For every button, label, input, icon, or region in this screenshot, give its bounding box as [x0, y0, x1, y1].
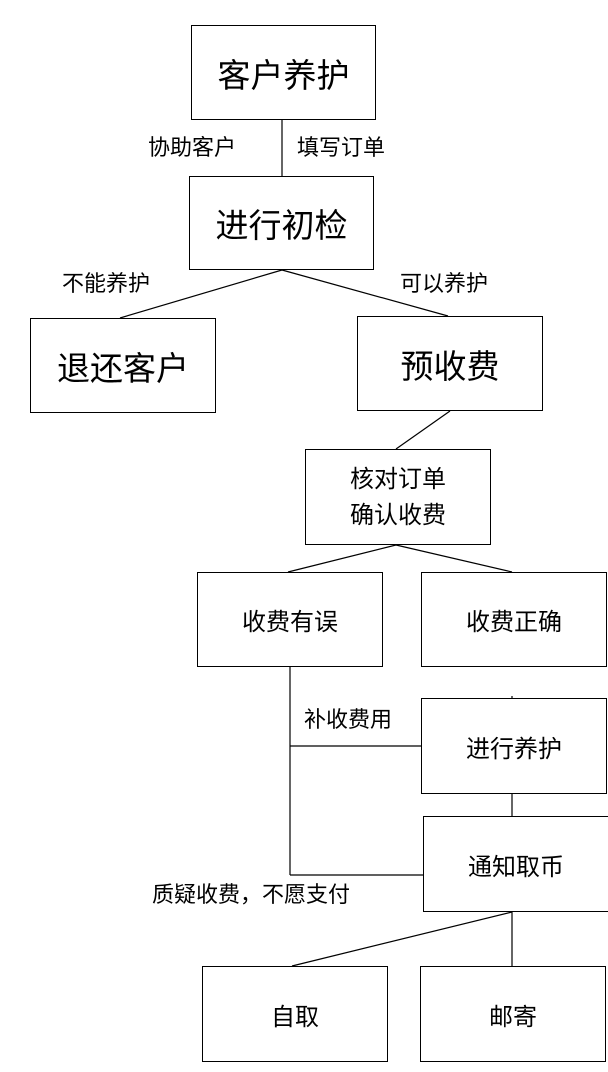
- node-perform-maintenance-label: 进行养护: [466, 734, 562, 763]
- edge-label-fill-order: 填写订单: [297, 136, 386, 161]
- edge-label-dispute-fee: 质疑收费，不愿支付: [152, 883, 351, 908]
- node-return-to-customer: 退还客户: [30, 318, 216, 413]
- edge-inspection-to-prepay: [281, 269, 449, 317]
- node-customer-maintenance: 客户养护: [191, 25, 376, 120]
- node-notify-pickup-label: 通知取币: [468, 852, 564, 881]
- node-initial-inspection-label: 进行初检: [215, 206, 348, 245]
- node-prepayment-label: 预收费: [400, 346, 500, 386]
- edge-inspection-to-return: [119, 269, 283, 319]
- node-prepayment: 预收费: [357, 316, 543, 411]
- node-return-to-customer-label: 退还客户: [57, 348, 189, 388]
- node-billing-error-label: 收费有误: [242, 608, 338, 636]
- node-billing-error: 收费有误: [197, 572, 383, 667]
- node-verify-order-line1: 核对订单: [350, 465, 446, 493]
- node-verify-order: 核对订单 确认收费: [305, 449, 491, 545]
- edge-verify-to-error: [287, 544, 397, 573]
- node-notify-pickup: 通知取币: [423, 816, 608, 912]
- edge-notify-to-self: [291, 911, 513, 967]
- node-billing-correct-label: 收费正确: [466, 608, 562, 636]
- node-self-pickup-label: 自取: [271, 1002, 319, 1031]
- edge-label-can-maintain: 可以养护: [400, 272, 489, 297]
- node-self-pickup: 自取: [202, 966, 388, 1062]
- edge-prepay-to-verify: [395, 410, 451, 450]
- node-mail-label: 邮寄: [489, 1002, 537, 1031]
- node-initial-inspection: 进行初检: [189, 176, 374, 270]
- edge-label-supplement-fee: 补收费用: [304, 708, 393, 733]
- node-verify-order-line2: 确认收费: [350, 501, 446, 529]
- node-billing-correct: 收费正确: [421, 572, 607, 667]
- node-customer-maintenance-label: 客户养护: [217, 55, 350, 95]
- node-mail: 邮寄: [420, 966, 606, 1062]
- node-perform-maintenance: 进行养护: [421, 698, 607, 794]
- edge-label-cannot-maintain: 不能养护: [62, 272, 151, 297]
- edge-label-assist-customer: 协助客户: [148, 136, 237, 161]
- edge-verify-to-correct: [395, 544, 513, 573]
